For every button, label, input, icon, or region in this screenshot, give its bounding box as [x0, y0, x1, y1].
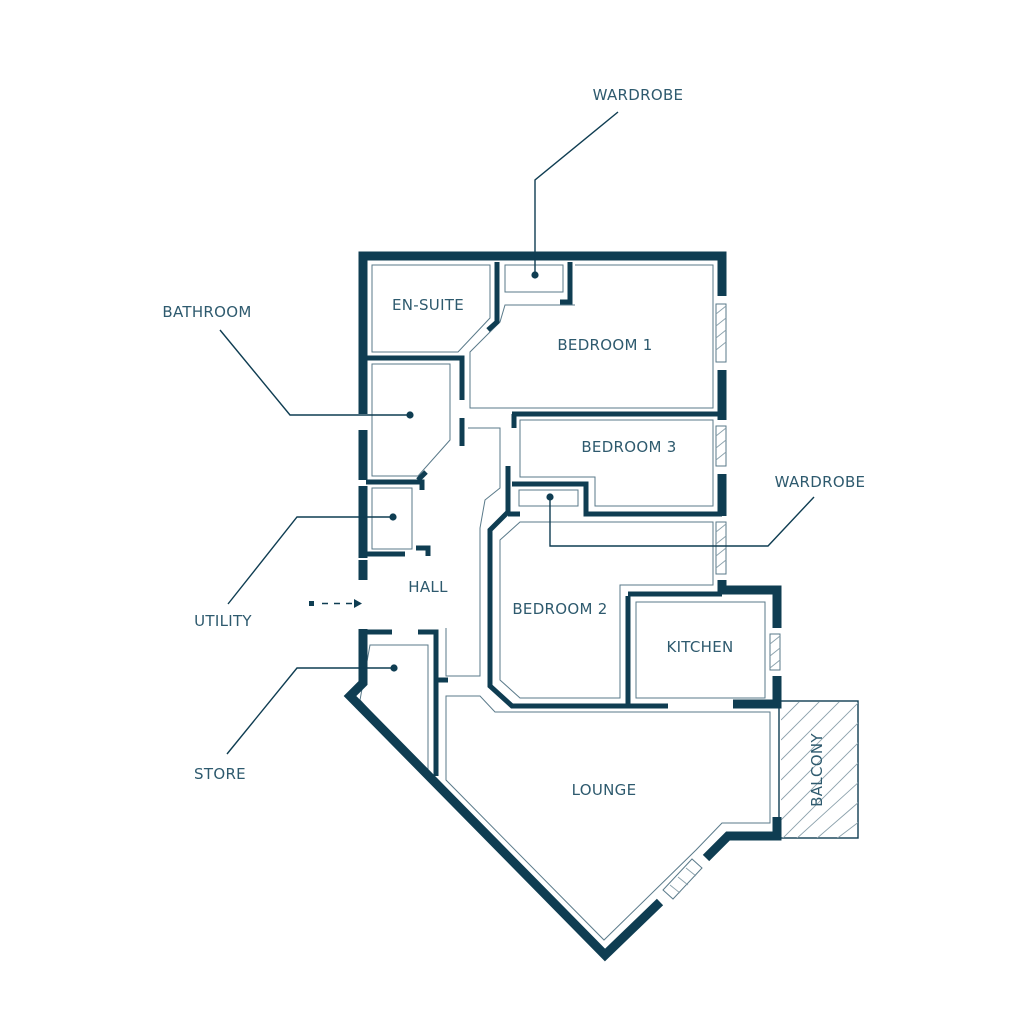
- callout-utility: UTILITY: [194, 513, 397, 630]
- callout-wardrobe-right: WARDROBE: [546, 473, 866, 547]
- room-label-en-suite: EN-SUITE: [392, 296, 464, 314]
- callout-bathroom: BATHROOM: [162, 303, 414, 419]
- callout-label-bathroom: BATHROOM: [162, 303, 251, 321]
- room-label-bedroom-2: BEDROOM 2: [512, 600, 607, 618]
- room-label-bedroom-3: BEDROOM 3: [581, 438, 676, 456]
- balcony: [778, 700, 859, 839]
- window-lounge: [662, 858, 703, 900]
- window-bedroom-1: [715, 303, 727, 363]
- interior-walls: [366, 262, 722, 776]
- room-label-kitchen: KITCHEN: [666, 638, 733, 656]
- window-kitchen: [769, 633, 781, 671]
- window-bedroom-3: [715, 425, 727, 467]
- room-label-bedroom-1: BEDROOM 1: [557, 336, 652, 354]
- callout-label-wardrobe-top: WARDROBE: [593, 86, 684, 104]
- callout-label-utility: UTILITY: [194, 612, 252, 630]
- interior-outlines: [359, 264, 771, 941]
- room-label-lounge: LOUNGE: [572, 781, 637, 799]
- callout-label-store: STORE: [194, 765, 246, 783]
- walls: [343, 251, 782, 962]
- callout-label-wardrobe-right: WARDROBE: [775, 473, 866, 491]
- room-labels: EN-SUITE BEDROOM 1 BEDROOM 3 BEDROOM 2 H…: [392, 296, 826, 807]
- window-bedroom-2: [715, 521, 727, 575]
- callout-wardrobe-top: WARDROBE: [531, 86, 683, 279]
- callout-store: STORE: [194, 664, 398, 783]
- room-label-balcony: BALCONY: [808, 733, 826, 807]
- entrance-arrow-icon: [309, 599, 362, 608]
- room-label-hall: HALL: [408, 578, 448, 596]
- windows: [662, 303, 781, 900]
